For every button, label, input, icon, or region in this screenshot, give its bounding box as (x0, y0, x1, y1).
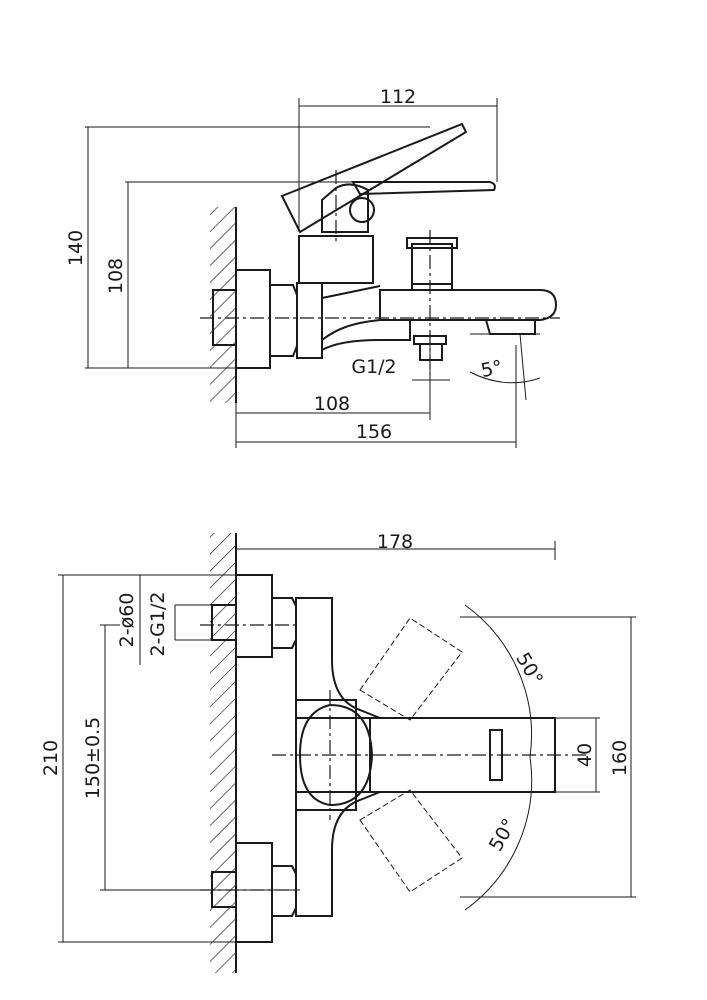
dim-reach: 156 (356, 421, 392, 443)
dim-thread-side: G1/2 (351, 356, 396, 378)
dim-width: 178 (377, 531, 413, 553)
front-view: 178 2-ø60 2-G1/2 210 150±0.5 40 160 50° … (40, 531, 636, 973)
dim-height-total: 140 (65, 230, 87, 266)
dim-angle-bottom: 50° (485, 815, 521, 855)
dim-diameter: 2-ø60 (116, 593, 138, 648)
wall-hatch-front (210, 533, 237, 973)
side-view: 112 140 108 G1/2 5° 108 156 (65, 86, 560, 448)
wall-hatch-side (210, 207, 237, 403)
dim-height-handle: 108 (105, 258, 127, 294)
dim-top-width: 112 (380, 86, 416, 108)
dim-centers: 150±0.5 (82, 717, 104, 799)
dim-handle-height: 40 (574, 743, 596, 767)
dim-angle-side: 5° (479, 356, 505, 382)
dim-thread-front: 2-G1/2 (147, 592, 169, 657)
dim-outlet: 108 (314, 393, 350, 415)
dim-arc-height: 160 (609, 740, 631, 776)
dim-height-total-front: 210 (40, 740, 62, 776)
dim-angle-top: 50° (511, 649, 547, 689)
